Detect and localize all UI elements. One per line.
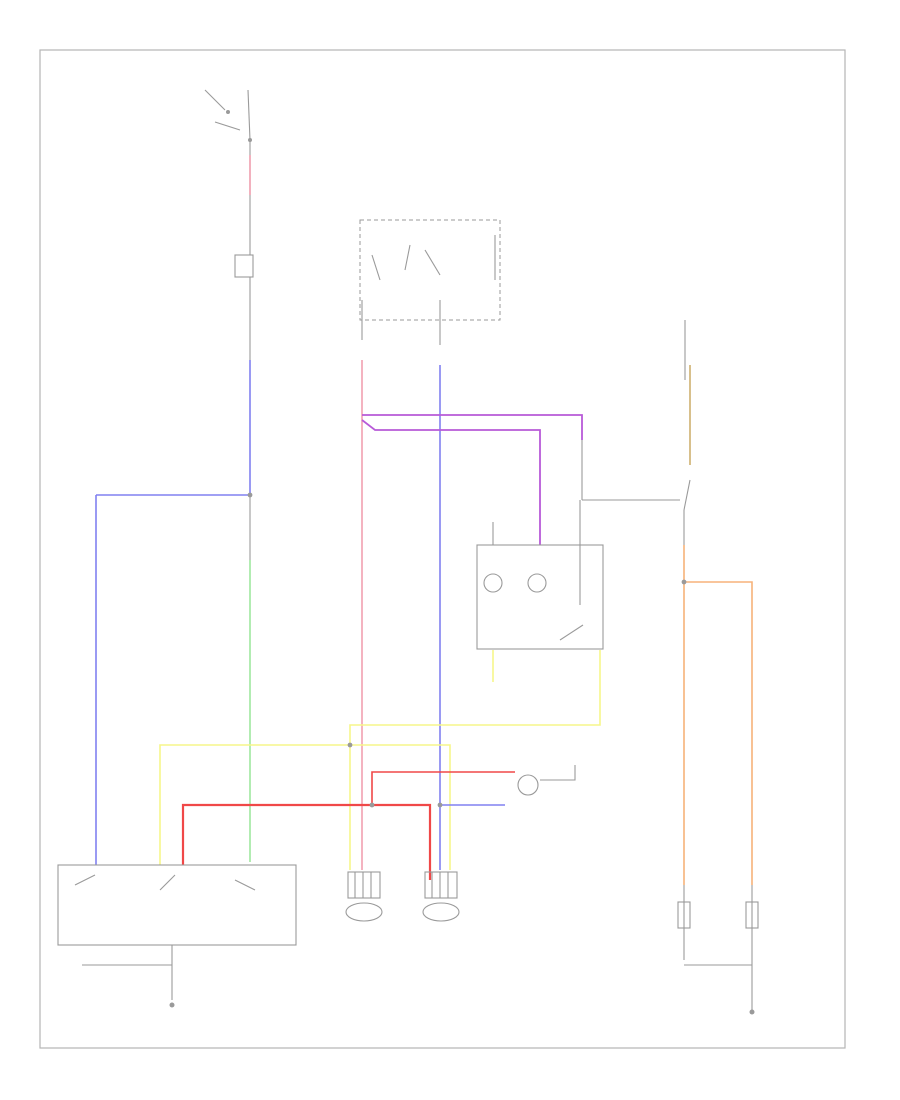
diagram-frame (39, 49, 846, 1049)
dimmer-relay (476, 499, 680, 650)
wire-red-main (181, 803, 432, 880)
light-switch (359, 219, 501, 345)
fog-light-relay (683, 320, 691, 545)
wire-purple-2 (361, 419, 541, 545)
wire-purple (362, 414, 583, 440)
ground-right (749, 1000, 755, 1015)
indicator-light (517, 765, 576, 796)
wire-yellow-c (159, 744, 451, 870)
turn-signal-switch (57, 864, 297, 946)
right-fog-light (745, 885, 759, 1000)
wire-orange-branch (684, 581, 753, 885)
ground-left (169, 1002, 175, 1008)
left-headlight (345, 871, 383, 922)
ignition-switch (204, 89, 252, 142)
combination-switch (82, 945, 173, 1000)
right-headlight (422, 871, 460, 922)
wire-red-upper (371, 771, 515, 805)
left-fog-light (677, 885, 691, 960)
wire-yellow-b (349, 650, 601, 870)
